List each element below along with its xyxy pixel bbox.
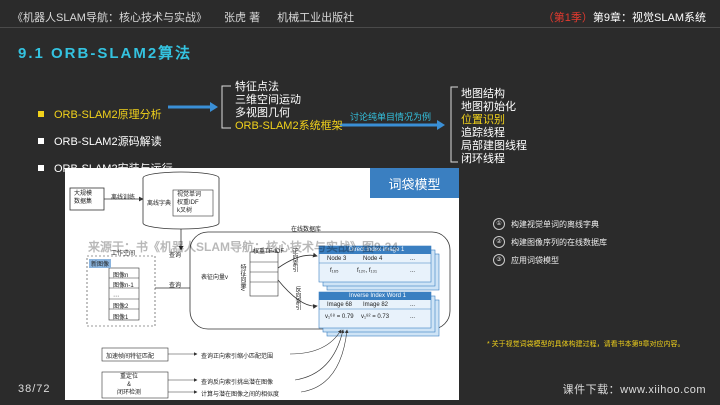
flow-arrows <box>168 85 458 163</box>
principle-item: 特征点法 <box>235 81 279 93</box>
step-forward-label: 查询正向索引缩小匹配范围 <box>201 354 274 360</box>
step-relocal-label: 重定位 & 闭环检测 <box>117 374 142 396</box>
bullet-item-principle[interactable]: ORB-SLAM2原理分析 <box>38 100 173 127</box>
direct-feature: f₁₂₀, f₁₃₁ <box>357 268 378 274</box>
workspace-label: 工作空间 <box>111 251 136 257</box>
inverse-weight: v₁⁸² = 0.73 <box>361 314 390 320</box>
dict-items: 视觉单词 权重IDF k叉树 <box>177 191 201 215</box>
offline-train-label: 离线训练 <box>111 195 136 201</box>
new-image-label: 新图像 <box>89 259 112 268</box>
image-list: 图像n 图像n-1 ⋯ 图像2 图像1 <box>113 271 134 323</box>
direct-node: ... <box>410 256 416 262</box>
header-divider <box>0 27 720 28</box>
principle-item: 多视图几何 <box>235 107 290 119</box>
legend-item: ② 构建图像序列的在线数据库 <box>493 233 607 251</box>
legend-text: 应用词袋模型 <box>511 255 559 265</box>
step-similarity-label: 计算与潜在图像之间的相似度 <box>201 392 280 398</box>
forward-index-label: 正向索引 <box>291 248 297 272</box>
inverse-weight: v₁⁶⁸ = 0.79 <box>325 314 354 320</box>
legend-text: 构建图像序列的在线数据库 <box>511 237 607 247</box>
inverse-index-title: Inverse Index Word 1 <box>349 293 406 299</box>
footnote: * 关于视觉词袋模型的具体构建过程，请看书本第9章对应内容。 <box>487 341 685 348</box>
bow-title: 词袋模型 <box>370 168 459 198</box>
online-db-label: 在线数据库 <box>291 227 322 233</box>
framework-list: 地图结构 地图初始化 位置识别 追踪线程 局部建图线程 闭环线程 <box>461 88 527 166</box>
legend-item: ① 构建视觉单词的离线字典 <box>493 215 607 233</box>
image-list-item: 图像1 <box>113 314 129 321</box>
dict-item: k叉树 <box>177 208 193 214</box>
legend-num: ② <box>493 236 505 248</box>
bow-diagram-shapes <box>69 171 451 399</box>
direct-feature: ... <box>410 268 416 274</box>
framework-item: 追踪线程 <box>461 127 505 139</box>
bow-diagram: 词袋模型 大规模 数据集 离线训练 离线字典 视觉单词 权重IDF k叉树 工作… <box>65 168 459 400</box>
download-link[interactable]: 课件下载：www.xiihoo.com <box>562 384 706 396</box>
legend-num: ③ <box>493 254 505 266</box>
principle-item: 三维空间运动 <box>235 94 301 106</box>
dict-item: 视觉单词 <box>177 192 202 198</box>
weight-tf-label: 权重TF-IDF <box>253 249 284 255</box>
legend-num: ① <box>493 218 505 230</box>
framework-item: 闭环线程 <box>461 153 505 165</box>
publisher: 机械工业出版社 <box>277 12 355 24</box>
image-list-item: 图像n-1 <box>113 283 134 290</box>
reverse-index-label: 反向索引 <box>294 286 300 310</box>
image-list-item: 图像n <box>113 273 129 279</box>
bullet-item-source[interactable]: ORB-SLAM2源码解读 <box>38 127 173 154</box>
dict-item: 权重IDF <box>177 200 199 206</box>
direct-node: Node 4 <box>363 256 383 262</box>
header-left: 《机器人SLAM导航：核心技术与实战》 张虎 著 机械工业出版社 <box>12 9 368 25</box>
offline-dict-label: 离线字典 <box>147 201 172 207</box>
book-title: 《机器人SLAM导航：核心技术与实战》 <box>12 12 207 24</box>
bullet-square-icon <box>38 110 44 117</box>
framework-item-active: 位置识别 <box>461 114 505 126</box>
query-label: 查询 <box>169 283 182 289</box>
principle-list: 特征点法 三维空间运动 多视图几何 ORB-SLAM2系统框架 <box>235 81 343 133</box>
legend: ① 构建视觉单词的离线字典 ② 构建图像序列的在线数据库 ③ 应用词袋模型 <box>493 215 607 269</box>
direct-index-title: Direct Index Image 1 <box>349 247 405 253</box>
bullet-label: ORB-SLAM2原理分析 <box>54 108 162 121</box>
chapter-label: 第9章：视觉SLAM系统 <box>592 12 706 24</box>
section-title: 9.1 ORB-SLAM2算法 <box>18 45 193 62</box>
bullet-square-icon <box>38 164 44 171</box>
inverse-image: Image 68 <box>327 302 353 308</box>
page-number: 38/72 <box>18 383 51 395</box>
bullet-label: ORB-SLAM2源码解读 <box>54 135 162 148</box>
framework-item: 地图初始化 <box>461 101 516 113</box>
discuss-label: 讨论纯单目情况为例 <box>350 112 432 122</box>
big-dataset-label: 大规模 数据集 <box>74 191 93 205</box>
direct-node: Node 3 <box>327 256 347 262</box>
inverse-image: ... <box>410 302 416 308</box>
step-accel-label: 加速帧间特征匹配 <box>106 354 155 360</box>
direct-feature: f₁₆₅ <box>330 268 339 274</box>
legend-text: 构建视觉单词的离线字典 <box>511 219 599 229</box>
source-watermark: 来源于：书《机器人SLAM导航：核心技术与实战》图9-24 <box>88 240 399 254</box>
principle-item-active: ORB-SLAM2系统框架 <box>235 120 343 132</box>
image-list-item: ⋯ <box>113 293 119 300</box>
framework-item: 地图结构 <box>461 88 505 100</box>
inverse-weight: ... <box>410 314 416 320</box>
image-list-item: 图像2 <box>113 304 129 311</box>
query-label-top: 查询 <box>169 253 182 259</box>
season-label: （第1季） <box>542 12 593 24</box>
author: 张虎 著 <box>224 12 261 24</box>
framework-item: 局部建图线程 <box>461 140 527 152</box>
header-right: （第1季）第9章：视觉SLAM系统 <box>543 9 706 25</box>
bullet-square-icon <box>38 137 44 144</box>
feature-vec-side-label: 特征向量v <box>239 264 245 291</box>
feature-vec-label: 表征向量v <box>201 275 229 281</box>
inverse-image: Image 82 <box>363 302 389 308</box>
legend-item: ③ 应用词袋模型 <box>493 251 607 269</box>
step-reverse-label: 查询反向索引挑出潜在图像 <box>201 380 274 386</box>
